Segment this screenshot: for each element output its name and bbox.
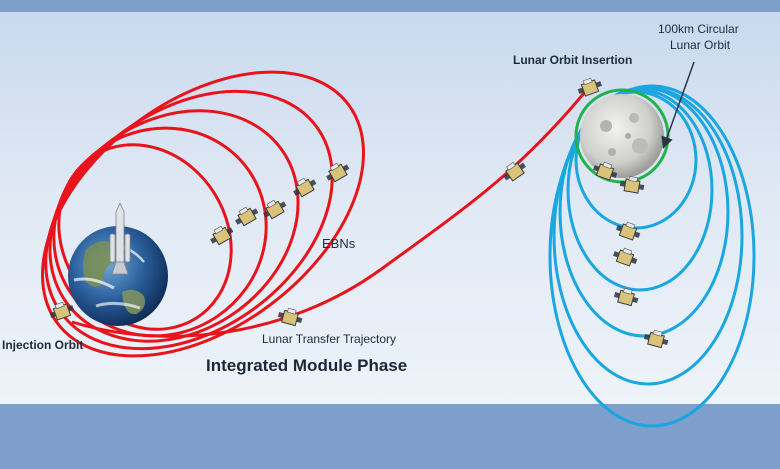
spacecraft-icon: [613, 287, 639, 307]
injection-orbit-label: Injection Orbit: [2, 338, 84, 352]
lunar-transfer-trajectory: [71, 91, 587, 338]
spacecraft-icon: [503, 161, 526, 182]
spacecraft-icon: [49, 301, 74, 321]
spacecraft-icon: [577, 77, 602, 97]
spacecraft-icon: [263, 199, 287, 220]
earth-icon: [68, 226, 168, 326]
lunar-orbit-insertion-label: Lunar Orbit Insertion: [513, 53, 633, 67]
spacecraft-icon: [235, 206, 259, 227]
rocket-icon: [109, 202, 131, 275]
spacecraft-icon: [643, 329, 669, 349]
spacecraft-icon: [619, 176, 645, 194]
lunar-orbit-5: [548, 84, 756, 428]
circular-orbit-label-line2: Lunar Orbit: [670, 38, 731, 52]
spacecraft-icon: [616, 221, 641, 241]
spacecraft-icon: [593, 161, 618, 181]
diagram-title: Integrated Module Phase: [206, 356, 408, 375]
ebns-label: EBNs: [322, 236, 356, 251]
spacecraft-icon: [210, 225, 234, 246]
spacecraft-icon: [326, 162, 350, 183]
moon-icon: [580, 94, 664, 178]
spacecraft-icon: [277, 307, 303, 327]
arrow-icon: [661, 61, 695, 149]
spacecraft-group: [49, 77, 669, 349]
earth-orbits: [41, 70, 365, 358]
earth-orbit-5: [41, 70, 365, 358]
spacecraft-icon: [293, 177, 317, 198]
lunar-orbit-4: [552, 86, 744, 386]
spacecraft-icon: [613, 247, 638, 267]
circular-orbit-label-line1: 100km Circular: [658, 22, 739, 36]
lunar-transfer-label: Lunar Transfer Trajectory: [262, 332, 397, 346]
